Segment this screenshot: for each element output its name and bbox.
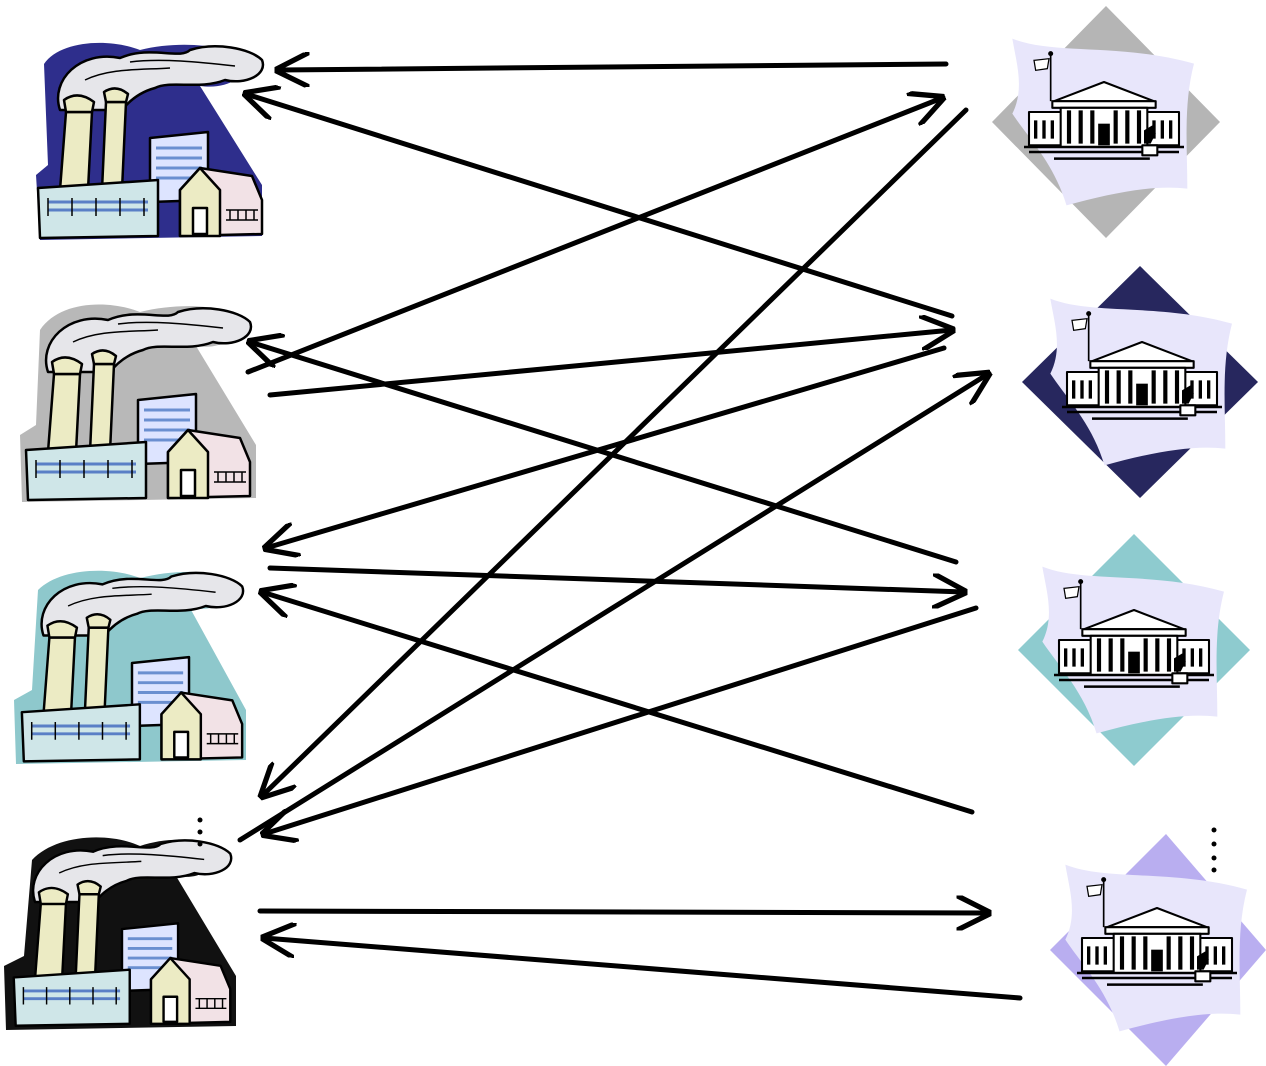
- arrow-factory-4-to-bank-2: [237, 374, 988, 843]
- bank-1: [992, 6, 1220, 238]
- arrow-factory-2-to-bank-1: [245, 98, 942, 375]
- factory-3: [14, 570, 246, 764]
- arrow-bank-4-to-factory-4: [264, 938, 1023, 1001]
- bank-3: [1018, 534, 1250, 766]
- bank-2: [1022, 266, 1258, 498]
- arrow-bank-2-to-factory-3: [266, 345, 947, 548]
- factory-4: [4, 837, 236, 1030]
- bank-building-icon: [1012, 39, 1194, 206]
- ellipsis-vertical-icon: [1211, 827, 1217, 873]
- arrow-bank-3-to-factory-4: [264, 605, 979, 834]
- arrow-factory-2-to-bank-2: [267, 330, 952, 398]
- arrow-bank-3-to-factory-2: [250, 342, 959, 565]
- arrow-factory-3-to-bank-3: [267, 565, 964, 592]
- arrow-factory-4-to-bank-4: [257, 911, 988, 913]
- arrow-bank-1-to-factory-4: [262, 107, 969, 796]
- right-continuation: [1211, 827, 1217, 873]
- factory-2: [20, 304, 256, 502]
- edges: [237, 64, 1023, 1001]
- arrow-bank-2-to-factory-1: [246, 94, 955, 319]
- ellipsis-vertical-icon: [197, 817, 203, 847]
- arrow-bank-4-to-factory-3: [262, 592, 975, 815]
- bank-building-icon: [1042, 567, 1224, 734]
- bank-building-icon: [1050, 299, 1232, 466]
- bank-building-icon: [1065, 865, 1247, 1032]
- factory-1: [36, 42, 265, 240]
- arrow-bank-1-to-factory-1: [278, 64, 949, 70]
- bank-4: [1050, 834, 1266, 1066]
- left-continuation: [197, 817, 203, 847]
